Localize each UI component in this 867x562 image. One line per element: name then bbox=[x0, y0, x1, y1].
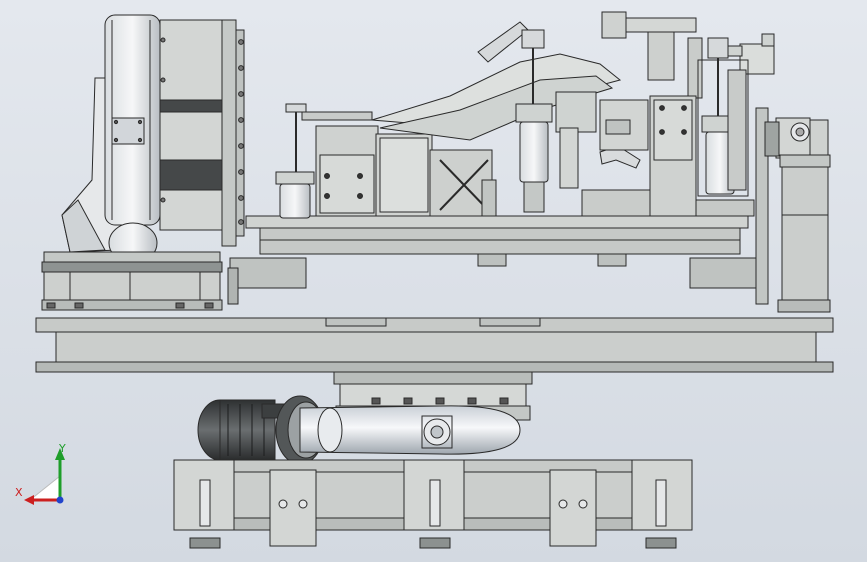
right-pedestal bbox=[764, 117, 831, 313]
robot-arm bbox=[41, 14, 245, 311]
x-axis-label: X bbox=[15, 486, 23, 499]
clamp-units bbox=[275, 11, 775, 219]
drive-motor bbox=[197, 395, 521, 465]
base-frame bbox=[35, 317, 834, 373]
bottom-rail bbox=[173, 459, 693, 549]
fixture-table bbox=[227, 107, 769, 305]
y-axis-label: Y bbox=[58, 442, 66, 455]
z-axis-dot bbox=[56, 496, 64, 504]
orientation-triad[interactable]: Y X bbox=[15, 442, 66, 505]
